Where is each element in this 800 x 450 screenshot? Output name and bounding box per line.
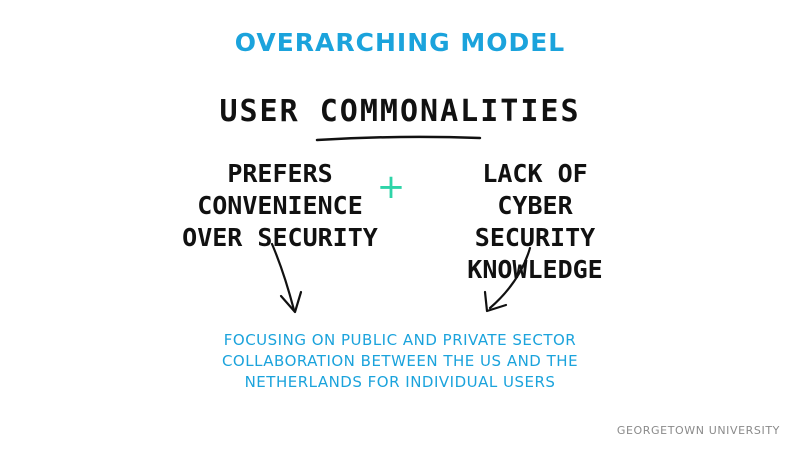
left-commonality-line: CONVENIENCE <box>197 191 363 220</box>
focus-statement: FOCUSING ON PUBLIC AND PRIVATE SECTOR CO… <box>0 330 800 393</box>
focus-statement-line: NETHERLANDS FOR INDIVIDUAL USERS <box>244 373 556 391</box>
left-commonality-line: OVER SECURITY <box>182 223 378 252</box>
university-branding: GEORGETOWN UNIVERSITY <box>616 424 780 437</box>
heading-user-commonalities: USER COMMONALITIES <box>219 94 581 129</box>
right-commonality-line: CYBER SECURITY <box>474 191 596 252</box>
right-commonality-line: KNOWLEDGE <box>467 255 603 284</box>
left-arrow-head <box>279 290 303 314</box>
right-commonality-line: LACK OF <box>482 159 588 188</box>
focus-statement-line: FOCUSING ON PUBLIC AND PRIVATE SECTOR <box>223 331 577 349</box>
left-commonality-line: PREFERS <box>227 159 333 188</box>
slide-title: OVERARCHING MODEL <box>234 28 566 57</box>
focus-statement-line: COLLABORATION BETWEEN THE US AND THE <box>221 352 579 370</box>
plus-sign: + <box>376 167 406 207</box>
left-commonality: PREFERS CONVENIENCE OVER SECURITY <box>180 158 380 254</box>
heading-underline <box>315 135 482 142</box>
right-commonality: LACK OF CYBER SECURITY KNOWLEDGE <box>440 158 630 286</box>
right-arrow-head <box>483 290 508 313</box>
